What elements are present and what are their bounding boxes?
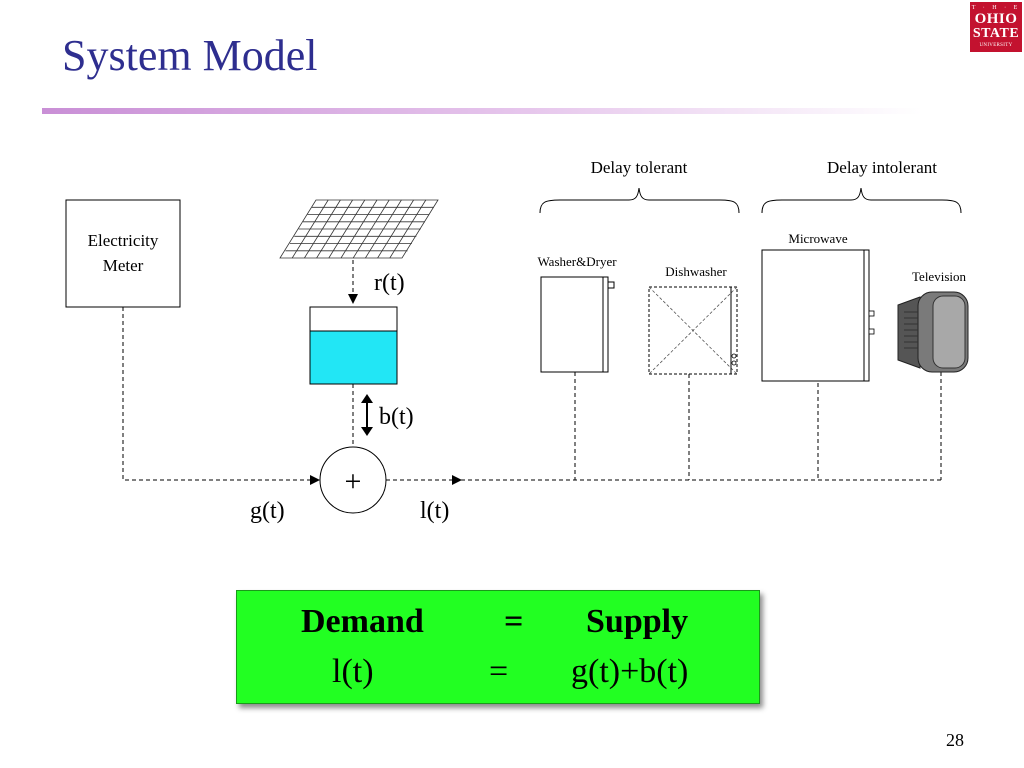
equals-sign-row2: = [489, 653, 509, 690]
battery-bidirectional-arrow-icon [361, 394, 373, 436]
microwave-label: Microwave [788, 231, 847, 246]
logo-line-2: OHIO [974, 11, 1018, 27]
demand-label: Demand [301, 603, 424, 640]
meter-label-line2: Meter [103, 256, 144, 275]
microwave-icon [761, 249, 875, 382]
logo-line-4: UNIVERSITY [979, 43, 1013, 48]
balance-equation-box: Demand = Supply l(t) = g(t)+b(t) [236, 590, 760, 704]
dishwasher-icon [648, 286, 738, 375]
renewable-label: r(t) [374, 270, 405, 296]
page-number: 28 [946, 730, 964, 750]
electricity-meter-box [65, 199, 181, 308]
grid-label: g(t) [250, 498, 285, 524]
delay-tolerant-brace [539, 187, 740, 214]
university-logo: T · H · E OHIO STATE UNIVERSITY [970, 2, 1022, 52]
summing-symbol: + [345, 465, 362, 498]
television-label: Television [912, 269, 966, 284]
grid-supply-line [122, 307, 320, 485]
title-divider [42, 108, 922, 114]
battery-label: b(t) [379, 404, 414, 430]
delay-intolerant-brace [761, 187, 962, 214]
supply-label: Supply [586, 603, 689, 640]
slide-title: System Model [62, 31, 318, 80]
supply-term: g(t)+b(t) [571, 653, 689, 690]
television-icon [897, 291, 969, 373]
group-delay-tolerant-label: Delay tolerant [591, 158, 688, 177]
solar-panel-icon [279, 199, 439, 259]
logo-line-1: T · H · E [971, 5, 1021, 11]
load-label: l(t) [420, 498, 449, 524]
dishwasher-label: Dishwasher [665, 264, 727, 279]
washer-dryer-label: Washer&Dryer [537, 254, 617, 269]
washer-dryer-icon [540, 276, 615, 373]
group-delay-intolerant-label: Delay intolerant [827, 158, 937, 177]
meter-label-line1: Electricity [88, 231, 159, 250]
load-term: l(t) [332, 653, 374, 690]
logo-line-3: STATE [972, 26, 1020, 41]
battery-charge-level [309, 330, 398, 385]
equals-sign-row1: = [504, 603, 524, 640]
